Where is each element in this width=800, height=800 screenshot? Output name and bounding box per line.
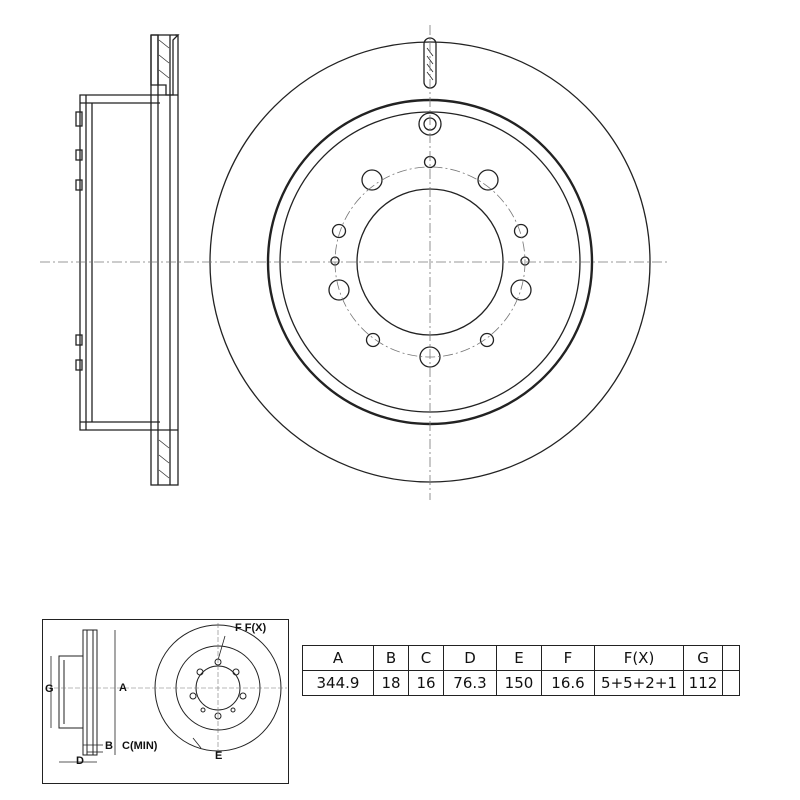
side-view-profile	[75, 34, 180, 486]
spec-header-cell: B	[373, 645, 409, 671]
spec-table: A B C D E F F(X) G 344.9 18 16 76.3 150 …	[302, 645, 740, 696]
spec-header-cell	[722, 645, 740, 671]
spec-value-cell	[722, 670, 740, 696]
small-hole	[365, 332, 381, 348]
spec-value-row: 344.9 18 16 76.3 150 16.6 5+5+2+1 112	[302, 670, 740, 696]
spec-header-cell: C	[408, 645, 444, 671]
bolt-circle	[334, 166, 526, 358]
spec-value-cell: 5+5+2+1	[594, 670, 684, 696]
spec-value-cell: 76.3	[443, 670, 497, 696]
spec-header-cell: F(X)	[594, 645, 684, 671]
legend-label-e: E	[215, 750, 223, 762]
brake-disc-drawing	[40, 25, 670, 500]
legend-label-a: A	[119, 682, 127, 694]
legend-label-c-min: C(MIN)	[122, 740, 158, 752]
spec-value-cell: 344.9	[302, 670, 374, 696]
small-hole	[513, 223, 529, 239]
legend-label-f-fx: F F(X)	[235, 622, 267, 634]
spec-header-cell: D	[443, 645, 497, 671]
legend-label-d: D	[76, 755, 84, 767]
spec-value-cell: 16.6	[541, 670, 595, 696]
legend-label-g: G	[45, 683, 54, 695]
small-hole	[331, 223, 347, 239]
spec-header-row: A B C D E F F(X) G	[302, 645, 740, 671]
spec-header-cell: F	[541, 645, 595, 671]
spec-header-cell: E	[496, 645, 542, 671]
bolt-hole	[328, 279, 350, 301]
small-hole	[479, 332, 495, 348]
legend-label-b: B	[105, 740, 113, 752]
spec-value-cell: 18	[373, 670, 409, 696]
spec-value-cell: 16	[408, 670, 444, 696]
spec-value-cell: 150	[496, 670, 542, 696]
spec-header-cell: A	[302, 645, 374, 671]
spec-header-cell: G	[683, 645, 723, 671]
dimension-key-diagram: F F(X) A G B C(MIN) D E	[42, 619, 289, 784]
bolt-hole	[477, 169, 499, 191]
bolt-hole	[510, 279, 532, 301]
spec-value-cell: 112	[683, 670, 723, 696]
